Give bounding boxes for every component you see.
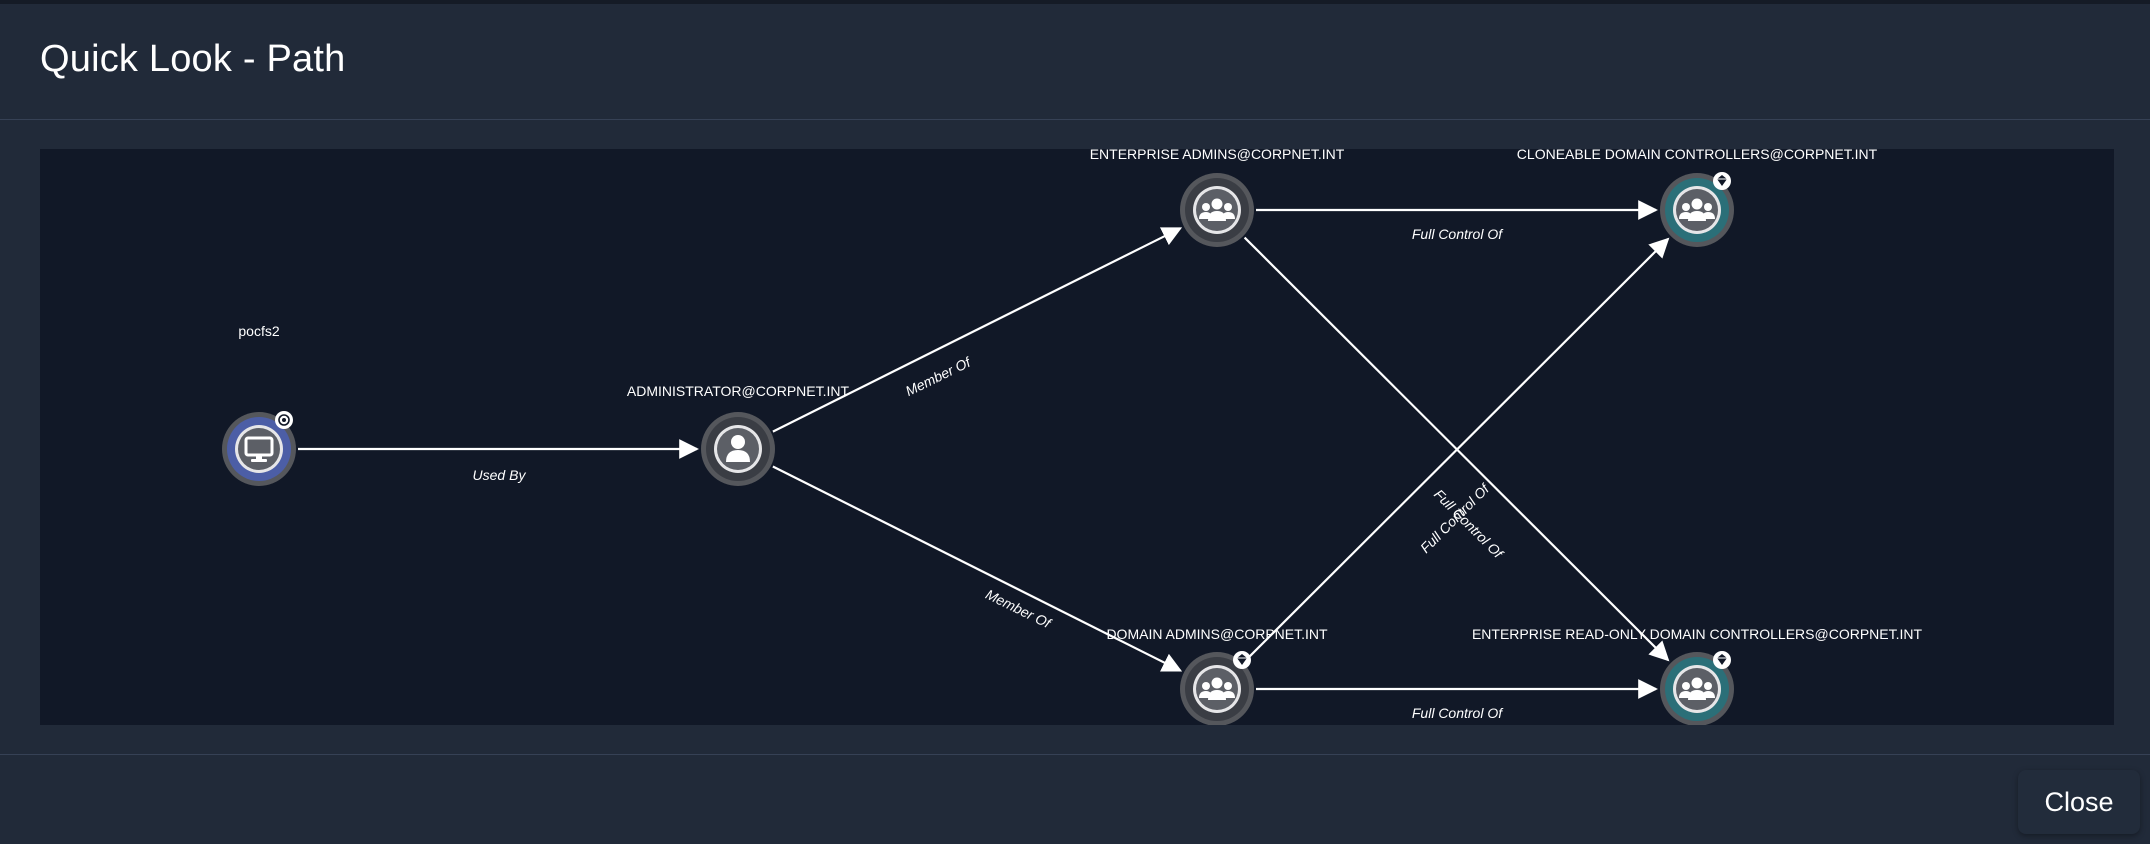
edge-label: Full Control Of [1412,705,1504,721]
modal-top-strip [0,0,2150,4]
owned-target-icon [275,411,293,429]
edge-label: Member Of [903,353,975,399]
desktop-icon [244,436,274,462]
group-icon [1679,677,1715,700]
group-icon [1199,198,1235,221]
close-button[interactable]: Close [2018,770,2140,834]
node-administrator[interactable]: ADMINISTRATOR@CORPNET.INT [627,383,850,486]
modal-title: Quick Look - Path [40,38,346,80]
path-graph-canvas[interactable]: Used By Member Of Member Of Full Control Of… [40,149,2114,725]
path-graph[interactable]: Used By Member Of Member Of Full Control Of… [40,149,2114,725]
tier-zero-icon [1713,651,1731,669]
edge-label: Full Control Of [1412,226,1504,242]
group-icon [1679,198,1715,221]
node-enterprise-rodc[interactable]: ENTERPRISE READ-ONLY DOMAIN CONTROLLERS@… [1472,626,1923,725]
edge-domain_admins-to-cloneable_dc[interactable] [1243,237,1670,663]
node-label: pocfs2 [238,323,279,339]
edge-label: Member Of [983,586,1055,632]
node-pocfs2[interactable]: pocfs2 [222,323,296,486]
node-domain-admins[interactable]: DOMAIN ADMINS@CORPNET.INT [1106,626,1328,725]
node-label: ADMINISTRATOR@CORPNET.INT [627,383,850,399]
node-cloneable-dc[interactable]: CLONEABLE DOMAIN CONTROLLERS@CORPNET.INT [1517,149,1878,247]
modal-footer-divider [0,754,2150,755]
modal-header: Quick Look - Path [0,4,2150,120]
group-icon [1199,677,1235,700]
edge-administrator-to-domain_admins[interactable] [772,465,1183,672]
node-label: ENTERPRISE ADMINS@CORPNET.INT [1090,149,1345,162]
edge-label: Used By [473,467,527,483]
tier-zero-icon [1713,172,1731,190]
node-label: DOMAIN ADMINS@CORPNET.INT [1106,626,1328,642]
node-label: CLONEABLE DOMAIN CONTROLLERS@CORPNET.INT [1517,149,1878,162]
node-enterprise-admins[interactable]: ENTERPRISE ADMINS@CORPNET.INT [1090,149,1345,247]
tier-zero-icon [1233,651,1251,669]
edge-administrator-to-enterprise_admins[interactable] [772,227,1183,433]
user-icon [726,435,750,462]
node-label: ENTERPRISE READ-ONLY DOMAIN CONTROLLERS@… [1472,626,1923,642]
